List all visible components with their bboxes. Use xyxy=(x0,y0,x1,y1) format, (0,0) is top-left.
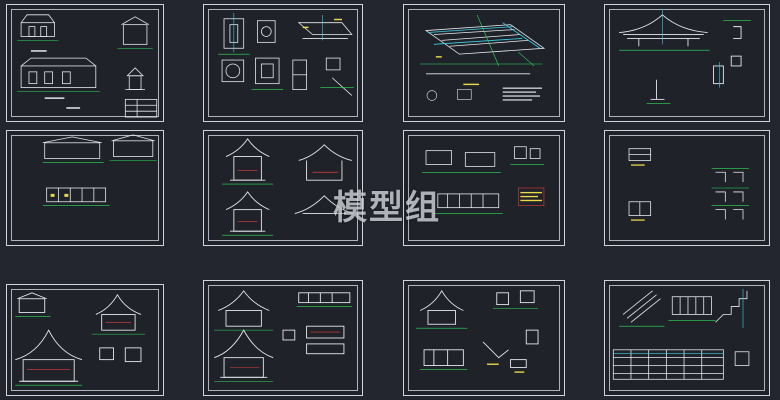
drawing-sheet-1[interactable] xyxy=(6,4,164,122)
sheet-border xyxy=(208,135,358,241)
drawing-sheet-8[interactable] xyxy=(604,130,770,246)
sheet-border xyxy=(609,285,765,391)
sheet-border xyxy=(208,285,358,391)
sheet-border xyxy=(609,135,765,241)
drawing-sheet-5[interactable] xyxy=(6,130,164,246)
sheet-9-drawings xyxy=(15,292,145,386)
sheet-border xyxy=(208,9,358,117)
sheet-10-drawings xyxy=(214,290,352,382)
sheet-border xyxy=(408,9,560,117)
sheet-6-drawings xyxy=(222,138,354,236)
sheet-border xyxy=(11,135,159,241)
sheet-11-drawings xyxy=(416,289,539,373)
drawing-sheet-7[interactable] xyxy=(403,130,565,246)
sheet-border xyxy=(609,9,765,117)
sheet-7-drawings xyxy=(422,146,545,214)
sheet-1-drawings xyxy=(17,14,158,118)
drawing-sheet-9[interactable] xyxy=(6,284,164,396)
sheet-8-drawings xyxy=(628,148,749,221)
sheet-5-drawings xyxy=(42,134,157,206)
sheet-border xyxy=(408,135,560,241)
sheet-border xyxy=(408,285,560,391)
drawing-sheet-6[interactable] xyxy=(203,130,363,246)
sheet-border xyxy=(11,289,159,391)
drawing-sheet-2[interactable] xyxy=(203,4,363,122)
sheet-border xyxy=(11,9,159,117)
drawing-sheet-3[interactable] xyxy=(403,4,565,122)
drawing-sheet-12[interactable] xyxy=(604,280,770,396)
drawing-sheet-4[interactable] xyxy=(604,4,770,122)
sheet-3-drawings xyxy=(420,14,546,101)
drawing-sheet-11[interactable] xyxy=(403,280,565,396)
drawing-sheet-10[interactable] xyxy=(203,280,363,396)
sheet-2-drawings xyxy=(218,12,354,96)
sheet-12-drawings xyxy=(612,288,750,380)
sheet-4-drawings xyxy=(619,8,751,104)
